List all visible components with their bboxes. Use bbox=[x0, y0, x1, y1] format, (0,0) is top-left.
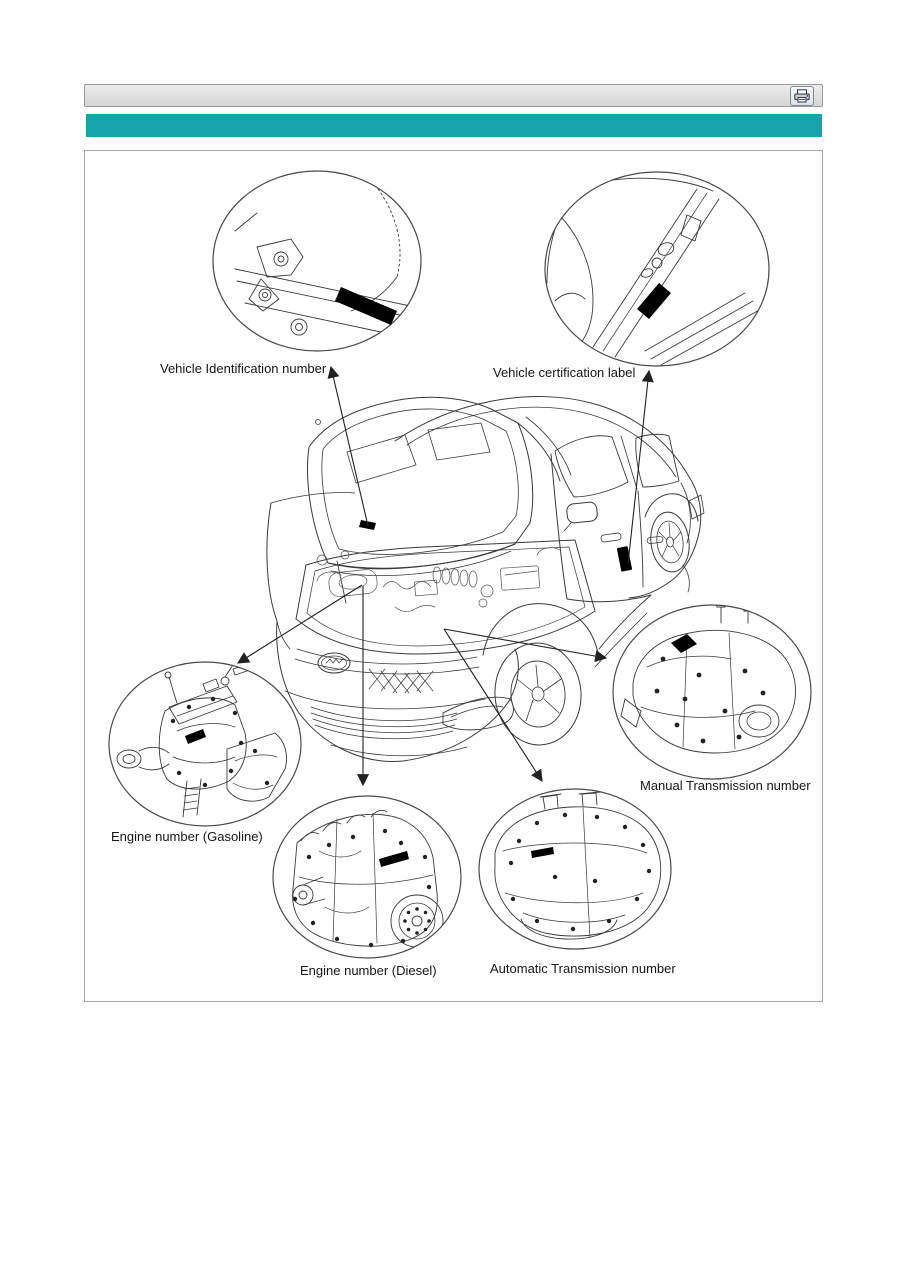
cert-leader-arrow bbox=[627, 369, 654, 565]
callout-label-automatic-transmission: Automatic Transmission number bbox=[490, 961, 676, 976]
gasoline-leader-arrow bbox=[236, 584, 363, 664]
printer-icon bbox=[794, 89, 810, 103]
diagram-frame: Vehicle Identification number Vehicle ce… bbox=[84, 150, 823, 1002]
callout-label-engine-gasoline: Engine number (Gasoline) bbox=[111, 829, 263, 844]
callout-label-engine-diesel: Engine number (Diesel) bbox=[300, 963, 437, 978]
accent-bar bbox=[86, 114, 822, 137]
callout-label-vin: Vehicle Identification number bbox=[160, 361, 327, 376]
automatic-leader-arrow bbox=[443, 628, 543, 783]
callout-label-certification: Vehicle certification label bbox=[493, 365, 636, 380]
engine-gasoline-circle bbox=[108, 661, 302, 827]
manual-trans-circle bbox=[612, 604, 812, 780]
manual-leader-arrow bbox=[443, 628, 608, 663]
callout-label-manual-transmission: Manual Transmission number bbox=[640, 778, 811, 793]
certification-mark bbox=[616, 546, 633, 572]
vin-leader-arrow bbox=[327, 365, 369, 527]
engine-diesel-circle bbox=[272, 795, 462, 959]
diagram-artwork bbox=[108, 170, 812, 959]
toolbar bbox=[84, 84, 823, 107]
auto-trans-circle bbox=[478, 788, 672, 950]
print-button[interactable] bbox=[790, 86, 814, 106]
